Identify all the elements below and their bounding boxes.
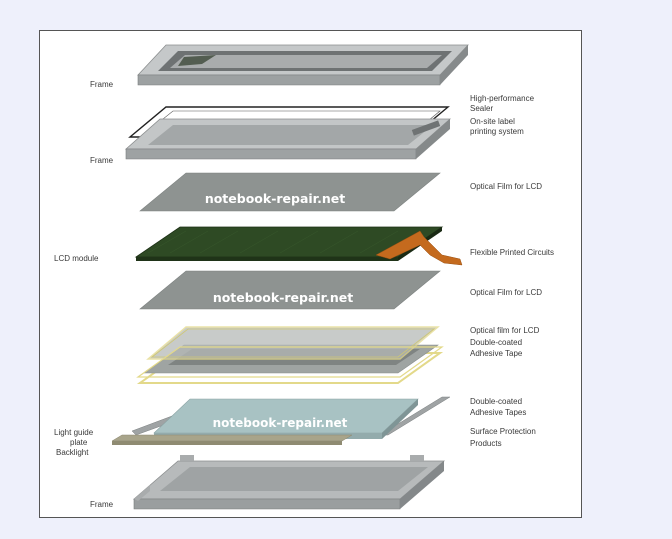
lcd-module — [134, 226, 444, 261]
label-adhesive-2-line1: Double-coated — [470, 397, 522, 406]
label-adhesive-2-line2: Adhesive Tapes — [470, 408, 526, 417]
label-printer-tag — [411, 120, 441, 136]
optical-film-2: notebook-repair.net — [139, 270, 441, 310]
label-optical-film-1: Optical Film for LCD — [470, 182, 542, 191]
label-surface-protection-line2: Products — [470, 439, 502, 448]
label-light-guide-line1: Light guide — [54, 428, 94, 437]
label-optical-film-2: Optical Film for LCD — [470, 288, 542, 297]
watermark-3: notebook-repair.net — [213, 416, 348, 430]
label-bottom-frame: Frame — [90, 500, 114, 509]
optical-film-3-stack — [136, 326, 444, 384]
label-lcd-module: LCD module — [54, 254, 99, 263]
diagram-panel: notebook-repair.net notebook-repair.net … — [39, 30, 582, 518]
flexible-printed-circuit — [375, 230, 463, 266]
exploded-lcd-diagram: notebook-repair.net notebook-repair.net … — [54, 44, 554, 510]
watermark-1: notebook-repair.net — [205, 191, 345, 206]
light-guide-stack: notebook-repair.net — [111, 396, 451, 445]
second-frame — [124, 118, 452, 160]
label-light-guide-line2: plate — [70, 438, 88, 447]
top-frame — [137, 44, 469, 86]
label-adhesive-1-line1: Double-coated — [470, 338, 522, 347]
watermark-2: notebook-repair.net — [213, 290, 353, 305]
optical-film-1: notebook-repair.net — [139, 172, 441, 212]
bottom-frame — [132, 455, 446, 510]
label-label-system-line1: On-site label — [470, 117, 515, 126]
label-top-frame: Frame — [90, 80, 114, 89]
label-backlight: Backlight — [56, 448, 89, 457]
label-second-frame: Frame — [90, 156, 114, 165]
label-label-system-line2: printing system — [470, 127, 524, 136]
label-sealer-line2: Sealer — [470, 104, 493, 113]
label-adhesive-1-line2: Adhesive Tape — [470, 349, 523, 358]
label-surface-protection-line1: Surface Protection — [470, 427, 536, 436]
label-fpc: Flexible Printed Circuits — [470, 248, 554, 257]
label-optical-film-3: Optical film for LCD — [470, 326, 540, 335]
label-sealer-line1: High-performance — [470, 94, 535, 103]
